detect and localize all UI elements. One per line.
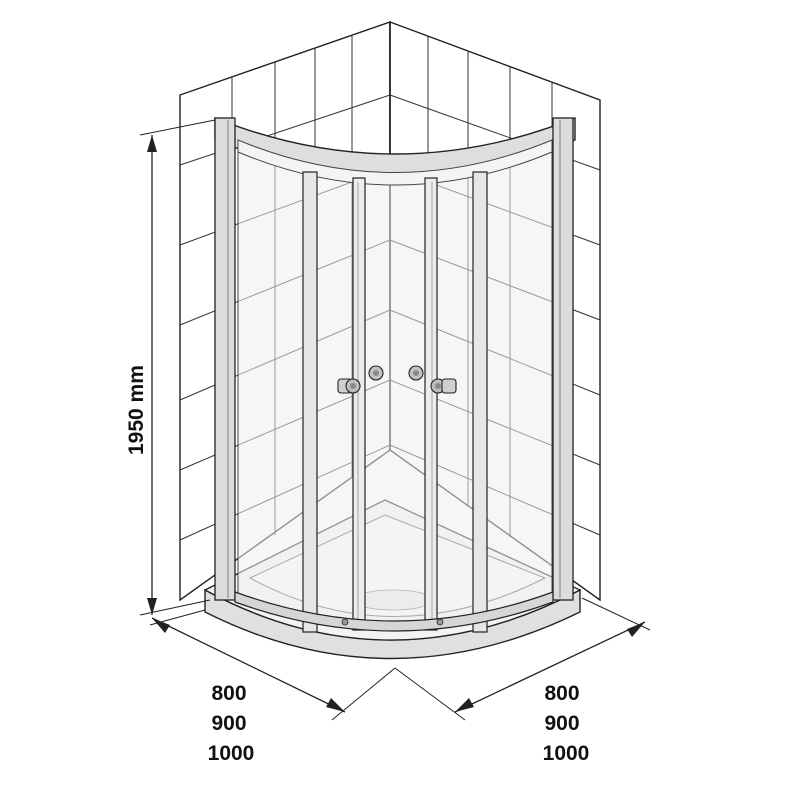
right-handle (430, 378, 457, 394)
right-wall-profile (552, 117, 574, 601)
bottom-rollers (341, 618, 444, 626)
left-width-size-2: 900 (211, 712, 246, 735)
right-width-labels: 800 900 1000 (543, 682, 590, 765)
height-dimension-line (139, 119, 216, 616)
panel-separators (302, 171, 488, 633)
height-label: 1950 mm (125, 365, 148, 455)
right-width-size-3: 1000 (543, 742, 590, 765)
bottom-rail (234, 591, 554, 632)
left-width-size-1: 800 (211, 682, 246, 705)
left-width-size-3: 1000 (208, 742, 255, 765)
right-width-size-2: 900 (544, 712, 579, 735)
left-sliding-door (352, 177, 366, 631)
door-handles (337, 365, 457, 394)
glass-panels (237, 147, 553, 626)
right-width-dimension-line (394, 597, 651, 721)
left-width-dimension-line (149, 609, 396, 721)
left-width-labels: 800 900 1000 (208, 682, 255, 765)
right-width-size-1: 800 (544, 682, 579, 705)
left-inner-handle (368, 365, 384, 381)
left-wall-profile (214, 117, 236, 601)
right-inner-handle (408, 365, 424, 381)
left-handle (337, 378, 361, 394)
right-sliding-door (424, 177, 438, 631)
